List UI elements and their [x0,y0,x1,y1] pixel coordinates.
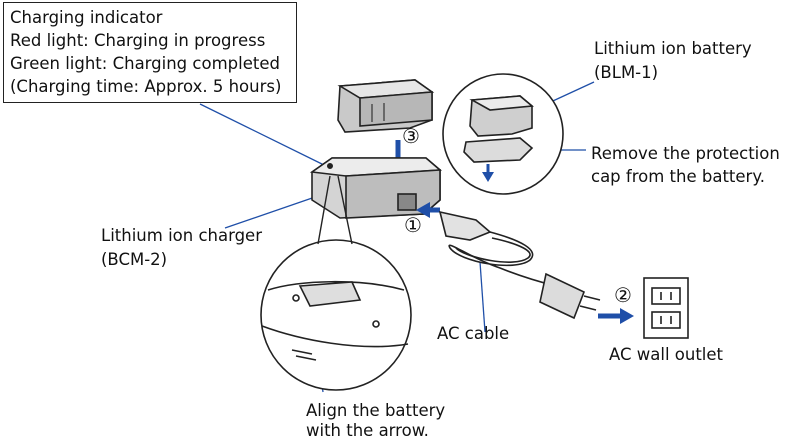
wall-outlet-illustration [643,277,689,339]
protection-cap-label-line1: Remove the protection [591,144,780,163]
indicator-title: Charging indicator [10,8,163,27]
indicator-charging-time: (Charging time: Approx. 5 hours) [10,77,282,96]
cap-detail-illustration [442,73,564,195]
indicator-red-light: Red light: Charging in progress [10,31,266,50]
detail-connector [317,175,353,245]
step-three-marker: ③ [402,124,420,148]
charger-model-label: (BCM-2) [101,250,168,269]
battery-name-label: Lithium ion battery [594,39,752,58]
charging-indicator-box: Charging indicator Red light: Charging i… [3,2,297,103]
align-detail-illustration [260,239,412,391]
step-one-marker: ① [404,213,422,237]
battery-model-label: (BLM-1) [594,63,659,82]
battery-illustration [337,79,435,133]
outlet-arrow [598,308,634,324]
align-label-line2: with the arrow. [306,421,429,440]
ac-cable-label: AC cable [437,324,510,343]
ac-cable-illustration [438,210,601,320]
step-two-marker: ② [614,283,632,307]
align-label-line1: Align the battery [306,401,446,420]
plug-arrow [416,202,440,218]
charger-name-label: Lithium ion charger [101,226,262,245]
protection-cap-label-line2: cap from the battery. [591,167,765,186]
indicator-green-light: Green light: Charging completed [10,54,280,73]
wall-outlet-label: AC wall outlet [609,345,724,364]
